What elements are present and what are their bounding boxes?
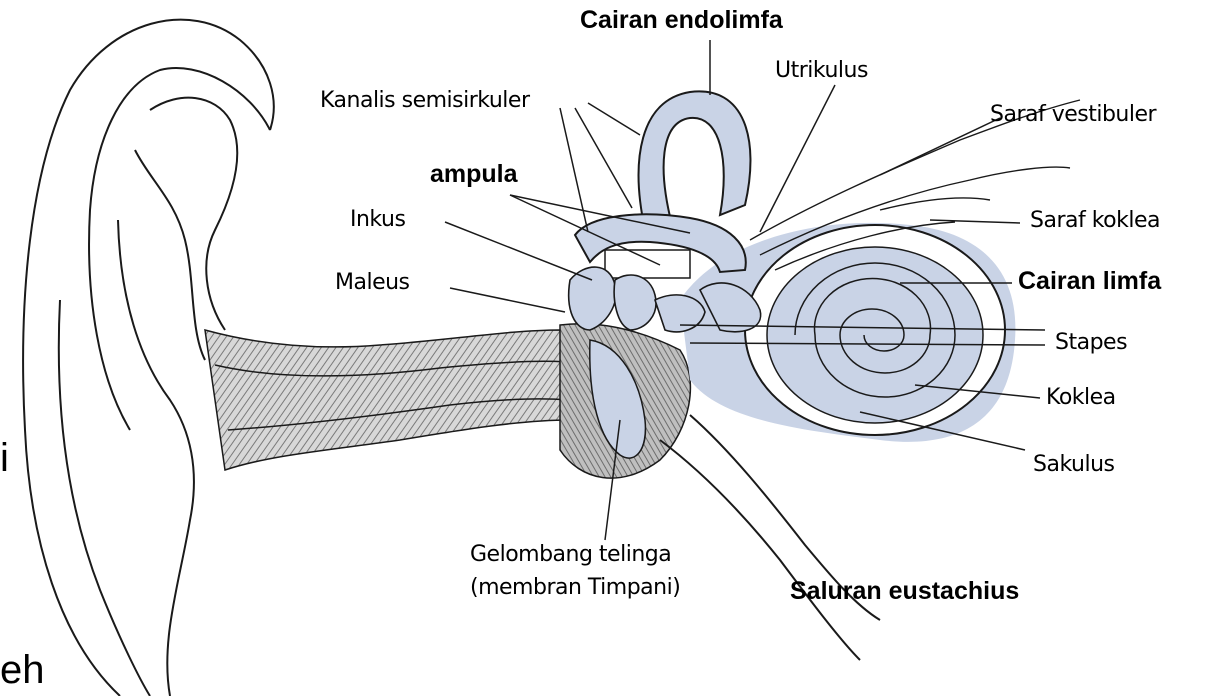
- label-gelombang-line1: Gelombang telinga: [470, 542, 671, 567]
- label-maleus: Maleus: [335, 270, 410, 295]
- label-ampula: ampula: [430, 160, 518, 189]
- edge-text-left: i: [0, 436, 9, 481]
- ear-canal: [205, 330, 570, 470]
- edge-text-bottom: eh: [0, 648, 45, 693]
- label-inkus: Inkus: [350, 207, 405, 232]
- label-sakulus: Sakulus: [1033, 452, 1114, 477]
- label-kanalis-semisirkuler: Kanalis semisirkuler: [320, 88, 529, 113]
- label-cairan-limfa: Cairan limfa: [1018, 267, 1161, 296]
- label-utrikulus: Utrikulus: [775, 58, 868, 83]
- label-cairan-endolimfa: Cairan endolimfa: [580, 6, 783, 35]
- label-koklea: Koklea: [1046, 385, 1116, 410]
- semicircular-canals: [575, 91, 750, 278]
- label-stapes: Stapes: [1055, 330, 1127, 355]
- label-saraf-koklea: Saraf koklea: [1030, 208, 1160, 233]
- eustachian-tube: [660, 415, 880, 660]
- label-gelombang-line2: (membran Timpani): [470, 575, 680, 600]
- label-saraf-vestibuler: Saraf vestibuler: [990, 102, 1156, 127]
- label-saluran-eustachius: Saluran eustachius: [790, 577, 1019, 606]
